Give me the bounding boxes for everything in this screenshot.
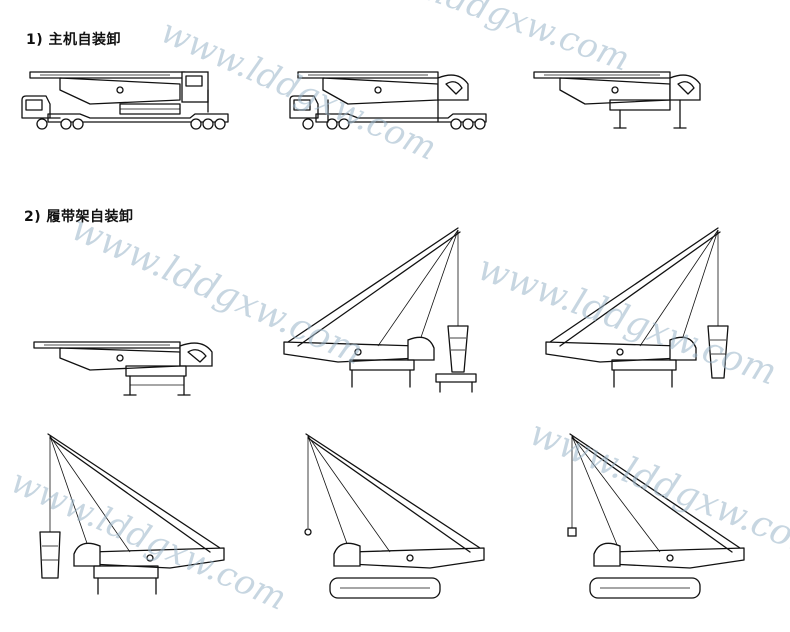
wheels — [302, 118, 486, 130]
support-jacks — [351, 369, 411, 388]
trailer-stand — [435, 373, 477, 393]
crawler-track — [447, 325, 469, 373]
main-body — [533, 71, 701, 111]
main-body — [73, 542, 225, 579]
panel-main-body-on-trailer — [21, 71, 229, 130]
support-jacks — [613, 99, 687, 129]
support-jacks — [123, 375, 191, 396]
main-body — [545, 336, 697, 371]
lattice-boom — [569, 433, 741, 553]
panel-crawler-step2 — [283, 227, 477, 393]
panel-crawler-step5 — [304, 433, 485, 599]
crawler-track — [707, 325, 729, 379]
lattice-boom — [287, 227, 461, 347]
lowbed-trailer — [47, 113, 229, 123]
hoist-rope — [304, 436, 312, 536]
main-body — [33, 341, 213, 377]
main-body — [333, 542, 485, 569]
tractor-truck — [21, 95, 61, 119]
hoist-rope — [567, 436, 577, 537]
section-heading-main-body: 1) 主机自装卸 — [26, 32, 122, 48]
lattice-boom — [305, 433, 481, 553]
crawler-track — [39, 531, 61, 579]
lattice-boom — [47, 433, 221, 553]
crawler-tracks — [329, 577, 441, 599]
panel-crawler-step6 — [567, 433, 745, 599]
support-jacks — [97, 577, 157, 595]
lattice-boom — [549, 227, 721, 347]
panel-main-body-on-jacks — [533, 71, 701, 129]
support-jacks — [613, 369, 673, 388]
main-body — [29, 71, 209, 115]
section-heading-crawler-frame: 2) 履带架自装卸 — [24, 209, 134, 225]
panel-crawler-step1 — [33, 341, 213, 396]
panel-crawler-step4 — [39, 433, 225, 595]
main-body — [297, 71, 469, 123]
panel-jacks-lowered — [289, 71, 487, 130]
wheels — [36, 118, 226, 130]
panel-crawler-step3 — [545, 227, 729, 388]
main-body — [593, 542, 745, 569]
main-body — [283, 336, 435, 371]
crawler-tracks — [589, 577, 701, 599]
tractor-truck — [289, 95, 319, 119]
lowbed-trailer — [315, 113, 487, 123]
